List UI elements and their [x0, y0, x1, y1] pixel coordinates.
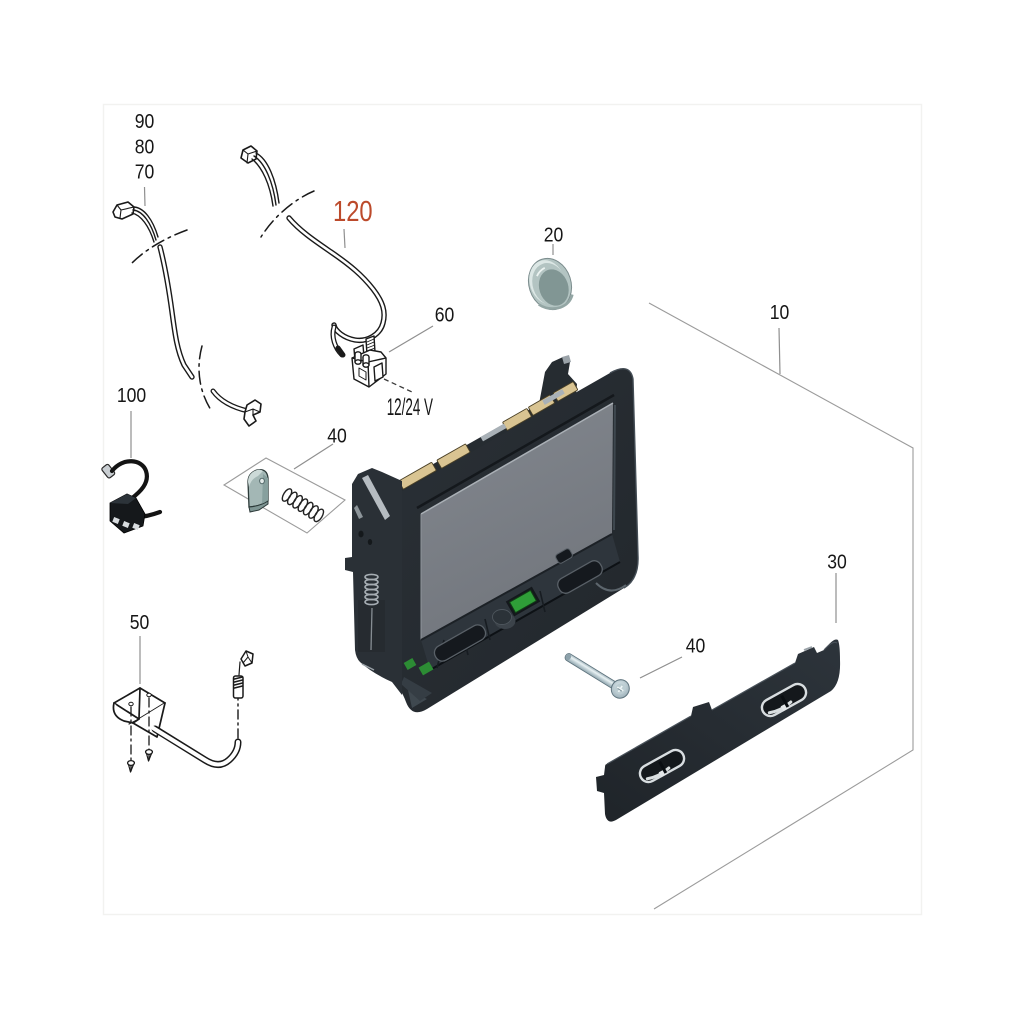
svg-text:20: 20 — [544, 223, 564, 245]
svg-text:120: 120 — [333, 195, 373, 228]
svg-text:40: 40 — [686, 634, 706, 656]
svg-text:40: 40 — [327, 424, 347, 446]
svg-text:80: 80 — [135, 135, 155, 157]
svg-text:90: 90 — [135, 110, 155, 132]
svg-text:60: 60 — [435, 303, 455, 325]
svg-text:100: 100 — [117, 384, 146, 406]
svg-text:12/24 V: 12/24 V — [387, 394, 433, 421]
svg-text:30: 30 — [827, 550, 847, 572]
svg-text:10: 10 — [770, 301, 790, 323]
svg-text:70: 70 — [135, 160, 155, 182]
svg-text:50: 50 — [130, 611, 150, 633]
